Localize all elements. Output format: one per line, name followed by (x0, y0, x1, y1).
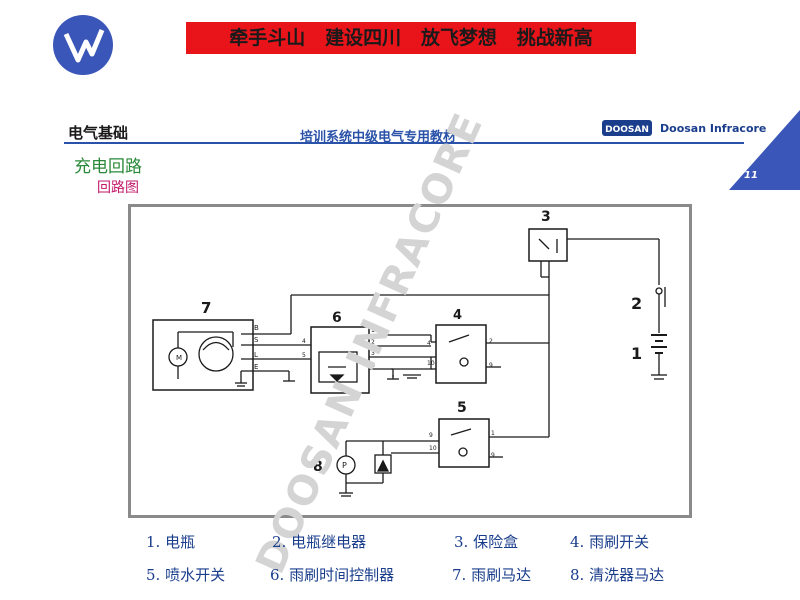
diagram-frame (128, 204, 692, 518)
svg-text:E: E (254, 363, 258, 371)
svg-text:3: 3 (371, 350, 375, 357)
doosan-logo-text: DOOSAN (605, 125, 649, 135)
svg-text:9: 9 (429, 432, 433, 439)
legend-item-2: 2. 电瓶继电器 (272, 533, 367, 551)
legend-item-7: 7. 雨刷马达 (452, 566, 532, 584)
label-1: 1 (631, 344, 642, 363)
wiper-motor: M (152, 319, 254, 391)
svg-text:10: 10 (429, 445, 437, 452)
slogan-banner: 牵手斗山 建设四川 放飞梦想 挑战新高 (186, 22, 636, 54)
wiper-switch (435, 324, 487, 384)
svg-text:9: 9 (491, 452, 495, 459)
label-3: 3 (541, 209, 551, 225)
svg-text:P: P (342, 461, 347, 470)
header-center-title: 培训系统中级电气专用教材 (300, 130, 457, 145)
svg-text:5: 5 (302, 352, 306, 359)
section-title: 充电回路 (74, 157, 142, 177)
fuse-box (528, 228, 568, 262)
svg-text:L: L (254, 351, 258, 359)
doosan-logo: DOOSAN (602, 120, 652, 136)
svg-text:1: 1 (491, 430, 495, 437)
company-logo (53, 15, 113, 75)
battery (651, 334, 667, 380)
legend-item-4: 4. 雨刷开关 (570, 533, 650, 551)
header-left-title: 电气基础 (68, 124, 129, 142)
svg-text:9: 9 (489, 362, 493, 369)
legend-item-6: 6. 雨刷时间控制器 (270, 566, 395, 584)
page-number: 11 (744, 170, 758, 181)
circuit-diagram: M 7 B S L E 6 4 5 1 2 3 6 (152, 209, 667, 497)
washer-switch (438, 418, 490, 468)
label-4: 4 (453, 308, 462, 323)
svg-text:4: 4 (302, 338, 306, 345)
header-brand-name: Doosan Infracore (660, 122, 767, 135)
legend-item-8: 8. 清洗器马达 (570, 566, 665, 584)
svg-text:6: 6 (371, 362, 375, 369)
svg-text:4: 4 (427, 340, 431, 347)
battery-relay (655, 287, 666, 307)
legend-item-1: 1. 电瓶 (146, 533, 196, 551)
svg-text:10: 10 (427, 360, 435, 367)
header-divider (64, 142, 744, 144)
svg-text:S: S (254, 336, 259, 344)
svg-text:B: B (254, 324, 259, 332)
label-5: 5 (457, 400, 467, 416)
page-tab (729, 110, 800, 190)
label-2: 2 (631, 294, 642, 313)
svg-text:2: 2 (371, 339, 375, 346)
svg-text:2: 2 (489, 338, 493, 345)
label-7: 7 (201, 299, 211, 317)
timer-relay (310, 326, 370, 394)
washer-motor: P (336, 441, 392, 497)
label-6: 6 (332, 310, 342, 326)
svg-text:1: 1 (371, 327, 375, 334)
legend-item-5: 5. 喷水开关 (146, 566, 226, 584)
legend-item-3: 3. 保险盒 (454, 533, 519, 551)
svg-text:M: M (176, 354, 182, 362)
label-8: 8 (313, 459, 323, 475)
subsection-title: 回路图 (97, 180, 139, 196)
